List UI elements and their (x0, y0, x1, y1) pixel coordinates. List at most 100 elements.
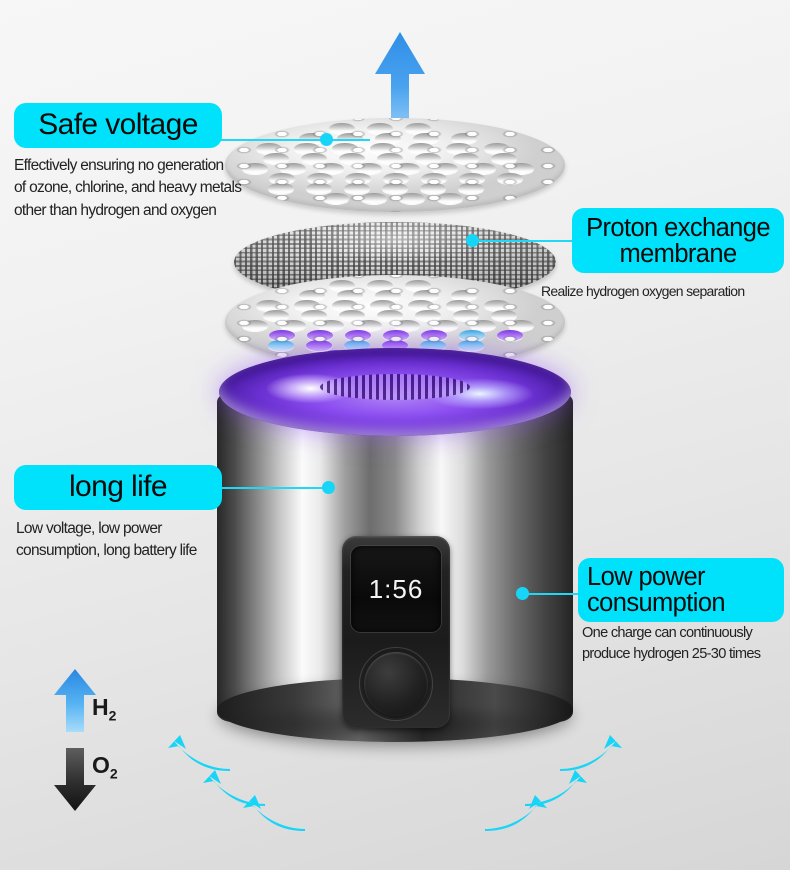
oxygen-subscript: 2 (110, 766, 118, 782)
plate-hole (329, 123, 355, 134)
plate-hole (497, 173, 523, 184)
plate-hole (280, 320, 306, 331)
plate-hole (337, 133, 363, 144)
plate-hole (318, 320, 344, 331)
plate-hole (437, 193, 463, 204)
plate-hole (339, 153, 365, 164)
plate-hole (413, 133, 439, 144)
plate-hole (337, 290, 363, 301)
plate-hole (421, 173, 447, 184)
callout-title-low-power: Low power consumption (578, 558, 784, 622)
callout-description-long-life: Low voltage, low power consumption, long… (16, 518, 266, 563)
plate-hole (294, 300, 320, 311)
plate-hole (451, 290, 477, 301)
plate-hole (408, 143, 434, 154)
plate-hole (383, 330, 409, 341)
plate-hole (453, 310, 479, 321)
airflow-arrow-left-3 (243, 795, 307, 836)
plate-hole (405, 123, 431, 134)
plate-hole (383, 173, 409, 184)
plate-hole (394, 320, 420, 331)
plate-hole (399, 193, 425, 204)
plate-hole (420, 183, 446, 194)
plate-hole (377, 153, 403, 164)
plate-hole (356, 163, 382, 174)
power-button[interactable] (364, 652, 428, 716)
plate-hole (269, 330, 295, 341)
plate-hole (508, 320, 534, 331)
plate-hole (375, 133, 401, 144)
plate-hole (269, 173, 295, 184)
plate-hole (394, 163, 420, 174)
connector-line-safe-voltage (215, 139, 370, 141)
connector-dot-membrane (466, 234, 479, 247)
plate-hole (329, 280, 355, 291)
plate-hole (344, 183, 370, 194)
plate-hole (470, 163, 496, 174)
callout-title-safe-voltage: Safe voltage (14, 103, 222, 148)
connector-line-long-life (215, 487, 333, 489)
plate-hole (263, 310, 289, 321)
timer-display: 1:56 (351, 546, 441, 632)
plate-hole (497, 330, 523, 341)
plate-hole (318, 163, 344, 174)
connector-dot-safe-voltage (320, 133, 333, 146)
callout-description-membrane: Realize hydrogen oxygen separation (541, 281, 790, 301)
timer-value: 1:56 (369, 574, 424, 605)
plate-hole (491, 310, 517, 321)
plate-hole (405, 280, 431, 291)
plate-hole (382, 183, 408, 194)
callout-description-low-power: One charge can continuously produce hydr… (582, 623, 790, 665)
control-panel[interactable]: 1:56 (342, 536, 450, 728)
plate-hole (307, 173, 333, 184)
plate-hole (413, 290, 439, 301)
plate-hole (375, 290, 401, 301)
plate-hole (508, 163, 534, 174)
plate-hole (491, 153, 517, 164)
plate-hole (323, 193, 349, 204)
connector-line-membrane (470, 240, 576, 242)
plate-hole (332, 143, 358, 154)
connector-line-low-power (520, 593, 582, 595)
airflow-arrow-right-3 (483, 795, 547, 836)
plate-hole (470, 320, 496, 331)
plate-hole (446, 300, 472, 311)
hydrogen-legend-label: H2 (92, 694, 116, 724)
oxygen-legend-label: O2 (92, 752, 118, 782)
plate-hole (432, 320, 458, 331)
plate-hole (484, 300, 510, 311)
electrolysis-glow (219, 348, 571, 436)
plate-hole (307, 330, 333, 341)
plate-hole (242, 320, 268, 331)
plate-hole (294, 143, 320, 154)
plate-hole (459, 173, 485, 184)
plate-hole (446, 143, 472, 154)
plate-hole (421, 330, 447, 341)
oxygen-symbol: O (92, 752, 110, 778)
plate-hole (345, 173, 371, 184)
plate-hole (367, 280, 393, 291)
plate-hole (306, 183, 332, 194)
callout-title-long-life: long life (14, 465, 222, 510)
hydrogen-symbol: H (92, 694, 109, 720)
plate-hole (451, 133, 477, 144)
plate-hole (301, 153, 327, 164)
plate-hole (301, 310, 327, 321)
plate-hole (345, 330, 371, 341)
plate-hole (432, 163, 458, 174)
plate-hole (263, 153, 289, 164)
connector-dot-low-power (516, 587, 529, 600)
rim-light (219, 348, 571, 436)
plate-hole (408, 300, 434, 311)
hydrogen-generator-bottle: 1:56 (217, 348, 573, 760)
plate-hole (370, 300, 396, 311)
plate-hole (459, 330, 485, 341)
plate-hole (256, 300, 282, 311)
plate-hole (484, 143, 510, 154)
plate-hole (268, 183, 294, 194)
plate-hole (256, 143, 282, 154)
plate-hole (367, 123, 393, 134)
callout-description-safe-voltage: Effectively ensuring no generation of oz… (14, 155, 258, 222)
plate-hole (299, 290, 325, 301)
